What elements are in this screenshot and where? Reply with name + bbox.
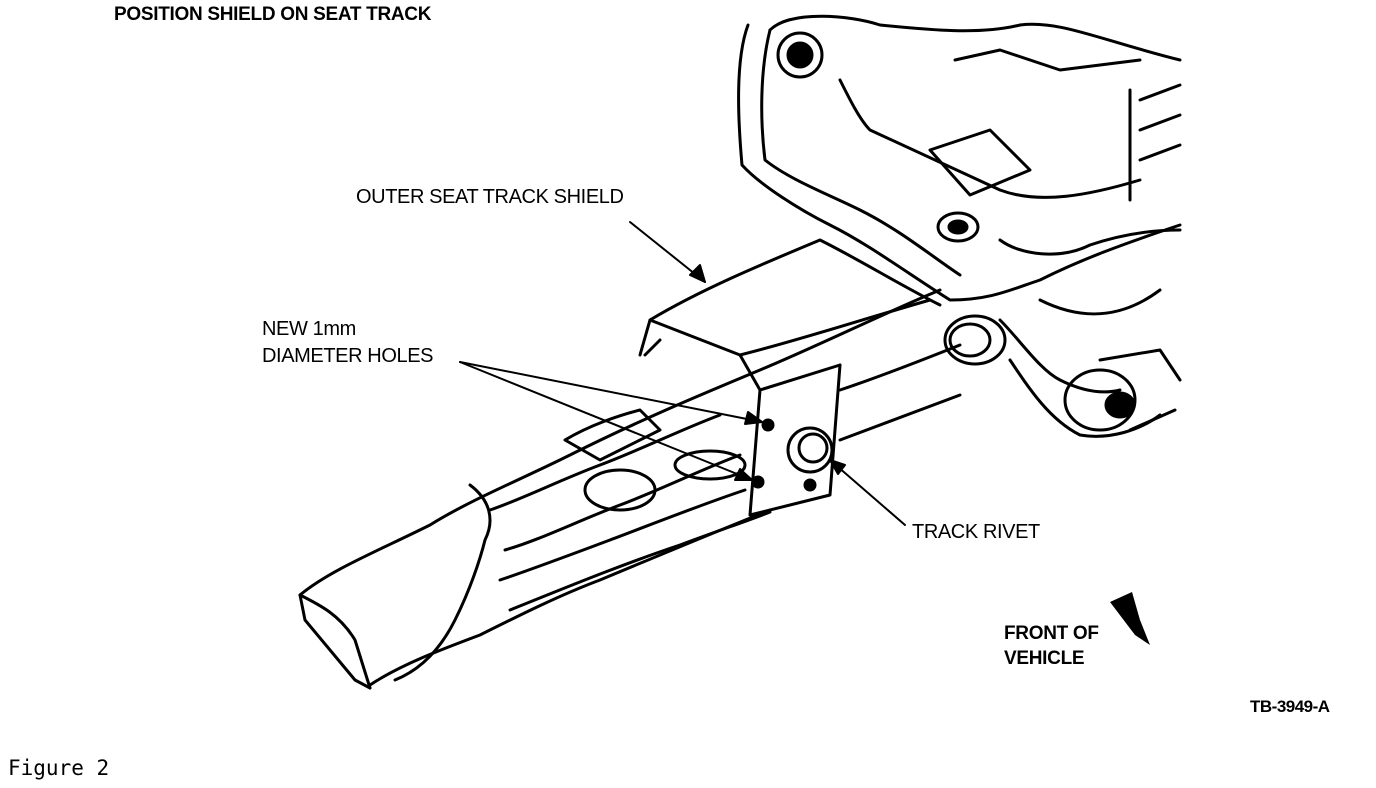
diameter-holes-label: NEW 1mm DIAMETER HOLES bbox=[262, 316, 434, 370]
front-of-vehicle-label: FRONT OF VEHICLE bbox=[1004, 621, 1099, 671]
front-label-line1: FRONT OF bbox=[1004, 623, 1099, 644]
front-label-line2: VEHICLE bbox=[1004, 648, 1085, 669]
seat-track-illustration bbox=[298, 14, 1182, 690]
seat-track-rail bbox=[298, 288, 962, 690]
outer-shield-label: OUTER SEAT TRACK SHIELD bbox=[356, 186, 624, 208]
figure-caption: Figure 2 bbox=[8, 756, 110, 780]
front-arrow-icon bbox=[1110, 592, 1150, 645]
holes-label-line2: DIAMETER HOLES bbox=[262, 345, 434, 367]
reference-code: TB-3949-A bbox=[1250, 697, 1330, 716]
diagram-title: POSITION SHIELD ON SEAT TRACK bbox=[114, 4, 432, 25]
track-rivet bbox=[786, 426, 834, 474]
holes-label-line1: NEW 1mm bbox=[262, 318, 356, 340]
leader-lines bbox=[459, 221, 906, 526]
track-mechanism bbox=[943, 314, 1182, 438]
outer-seat-track-shield bbox=[638, 238, 942, 517]
track-rivet-label: TRACK RIVET bbox=[912, 521, 1040, 543]
seat-bracket bbox=[737, 14, 1182, 316]
